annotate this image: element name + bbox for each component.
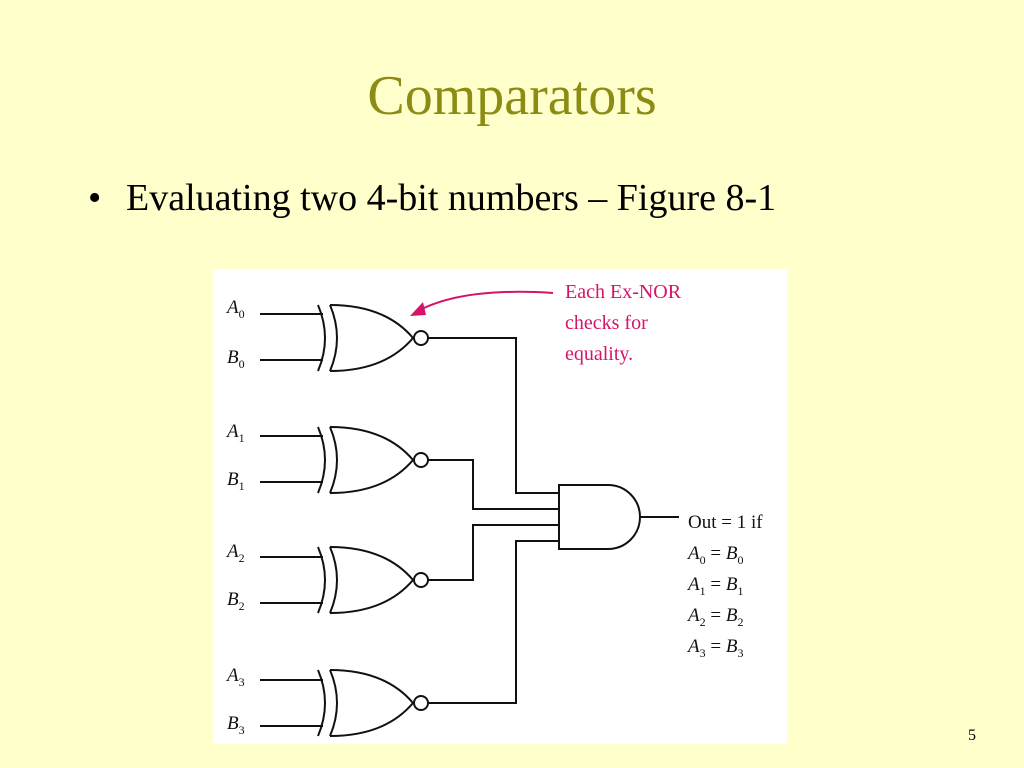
input-wires (260, 313, 323, 727)
input-labels: A0 B0 A1 B1 A2 B2 A3 B3 (225, 297, 245, 737)
input-label-a2: A2 (225, 541, 245, 565)
input-label-a3: A3 (225, 665, 245, 689)
input-label-a1: A1 (225, 421, 245, 445)
annotation-line-2: checks for (565, 312, 648, 334)
slide-title: Comparators (367, 65, 657, 127)
input-label-b0: B0 (227, 347, 245, 371)
comparator-figure: Each Ex-NOR checks for equality. A0 B0 A… (213, 269, 787, 744)
equality-3: A3 = B3 (686, 636, 743, 660)
input-label-a0: A0 (225, 297, 245, 321)
equality-2: A2 = B2 (686, 605, 743, 629)
annotation-text: Each Ex-NOR checks for equality. (565, 281, 682, 365)
bullet-item: • Evaluating two 4-bit numbers – Figure 8… (88, 176, 776, 222)
annotation-line-3: equality. (565, 343, 633, 365)
input-label-b3: B3 (227, 713, 245, 737)
output-labels: Out = 1 if A0 = B0 A1 = B1 A2 = B2 A3 = … (686, 512, 763, 660)
and-gate (558, 484, 679, 550)
equality-0: A0 = B0 (686, 543, 743, 567)
xnor-gate-2 (317, 546, 429, 614)
xnor-gate-3 (317, 669, 429, 737)
bullet-marker: • (88, 177, 102, 219)
connecting-wires (428, 337, 559, 704)
xnor-gate-1 (317, 426, 429, 494)
output-label: Out = 1 if (688, 512, 763, 533)
page-number: 5 (968, 727, 976, 744)
bullet-text: Evaluating two 4-bit numbers – Figure 8-… (126, 177, 777, 219)
input-label-b1: B1 (227, 469, 245, 493)
annotation-arrow (410, 290, 554, 316)
equality-1: A1 = B1 (686, 574, 743, 598)
annotation-line-1: Each Ex-NOR (565, 281, 682, 303)
input-label-b2: B2 (227, 589, 245, 613)
